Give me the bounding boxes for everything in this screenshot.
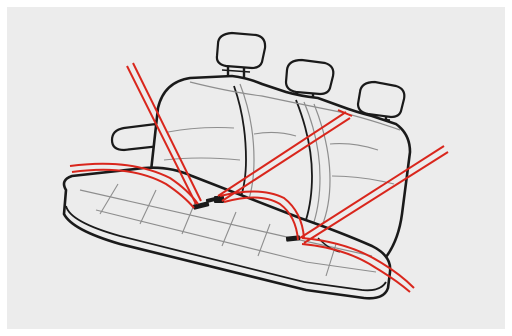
headrest-left bbox=[217, 33, 265, 82]
